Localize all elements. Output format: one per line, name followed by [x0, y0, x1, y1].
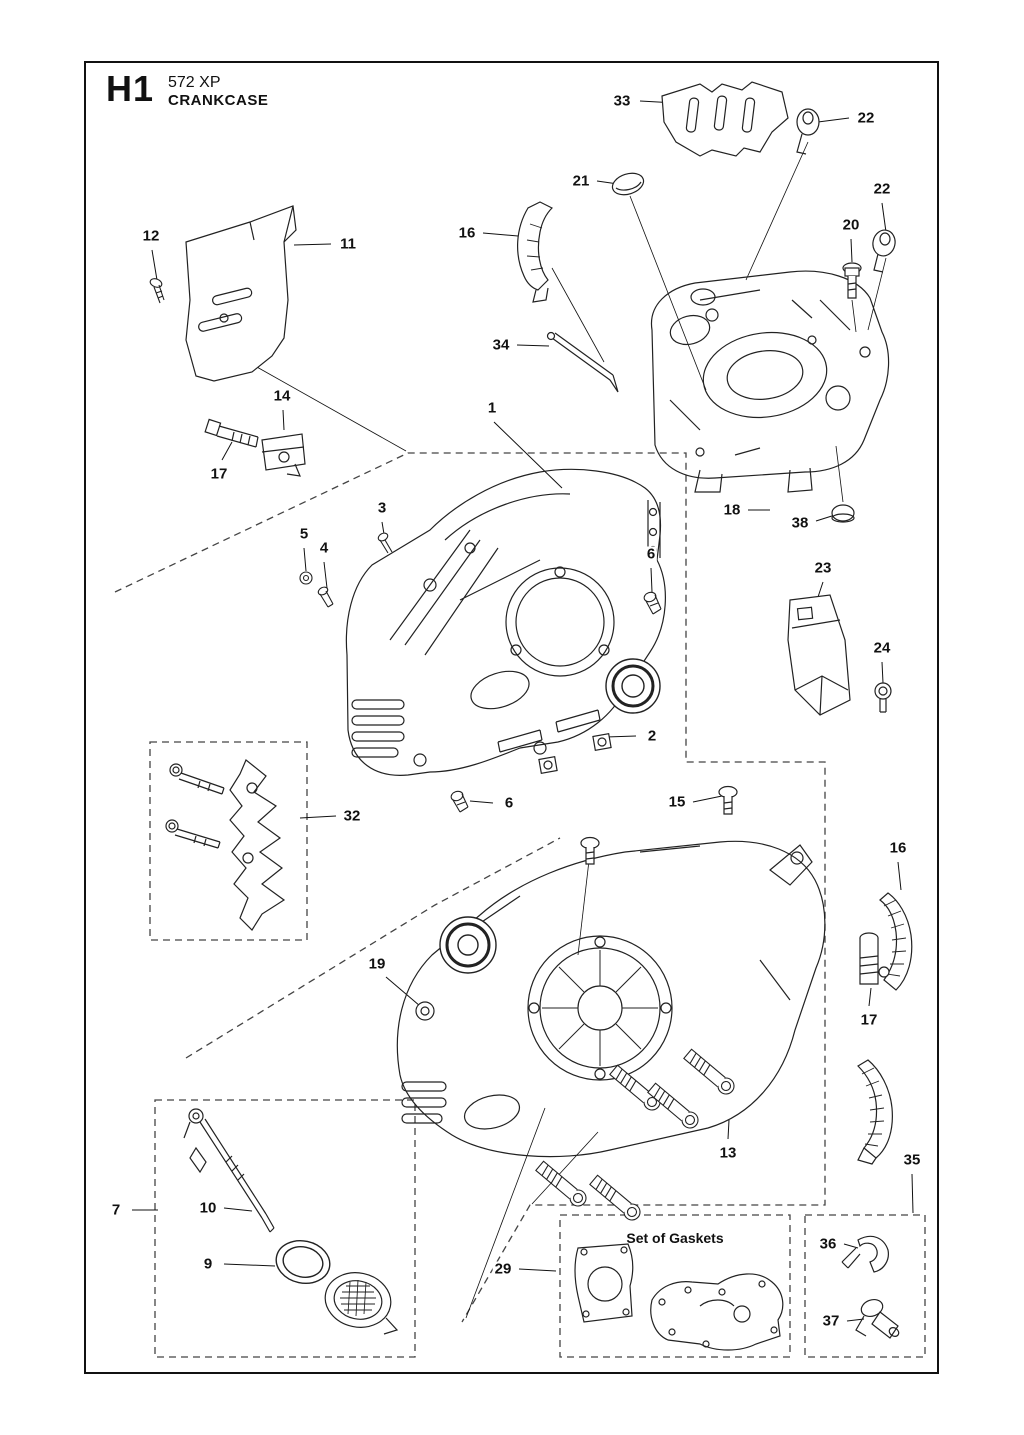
impulse-group-box: [804, 1214, 926, 1358]
part-label-21: 21: [570, 172, 592, 190]
seal-ring-9-drawing: [275, 1240, 331, 1284]
oil-cap-drawing: [324, 1272, 399, 1335]
screw-12-drawing: [149, 278, 165, 304]
part-label-6b: 6: [502, 794, 516, 812]
gasket-a-drawing: [574, 1243, 634, 1323]
bolts-13-drawing: [534, 1047, 738, 1224]
part-label-4: 4: [317, 539, 331, 557]
part-label-15: 15: [666, 793, 688, 811]
valve-37-drawing: [855, 1298, 900, 1339]
clamp-22b-drawing: [872, 229, 896, 273]
part-label-34: 34: [490, 336, 512, 354]
part-label-22b: 22: [871, 180, 893, 198]
clip-14-drawing: [261, 433, 306, 477]
page-title: CRANKCASE: [168, 92, 269, 109]
bolt-17a-drawing: [204, 418, 259, 448]
part-label-12: 12: [140, 227, 162, 245]
part-label-10: 10: [197, 1199, 219, 1217]
oil-pickup-7-drawing: [183, 1108, 275, 1233]
model-number: 572 XP: [168, 74, 221, 91]
part-label-17a: 17: [208, 465, 230, 483]
part-label-9: 9: [201, 1255, 215, 1273]
part-label-35: 35: [901, 1151, 923, 1169]
clip-36-drawing: [841, 1235, 889, 1273]
oil-tool-group-box: [154, 1099, 416, 1358]
part-label-11: 11: [338, 235, 358, 253]
felling-dog-group-box: [149, 741, 308, 941]
tank-module-drawing: [650, 270, 890, 523]
part-label-1: 1: [485, 399, 499, 417]
bolt-17b-drawing: [859, 932, 890, 985]
part-label-33: 33: [611, 92, 633, 110]
part-label-17b: 17: [858, 1011, 880, 1029]
dashed-group-outlines: [114, 452, 926, 1358]
part-label-36: 36: [817, 1235, 839, 1253]
screw-24-drawing: [874, 682, 892, 713]
crankcase-half-1-drawing: [345, 468, 666, 776]
part-label-14: 14: [271, 387, 293, 405]
part-label-24: 24: [871, 639, 893, 657]
plug-6a-drawing: [643, 591, 662, 615]
clamp-22a-drawing: [796, 108, 820, 155]
part-label-5: 5: [297, 525, 311, 543]
part-label-16a: 16: [456, 224, 478, 242]
part-label-20: 20: [840, 216, 862, 234]
stud-4-drawing: [317, 586, 334, 608]
studs-2-drawing: [497, 709, 612, 774]
part-label-37: 37: [820, 1312, 842, 1330]
clamp-strip-16b-drawing: [879, 892, 913, 991]
cover-23-drawing: [787, 594, 851, 716]
bearing-lower-drawing: [439, 916, 497, 974]
cover-21-drawing: [611, 172, 645, 196]
part-label-18: 18: [721, 501, 743, 519]
washer-19-drawing: [415, 1001, 435, 1021]
dog-bolt-a-drawing: [169, 763, 225, 795]
part-label-38: 38: [789, 514, 811, 532]
part-label-19: 19: [366, 955, 388, 973]
clamp-strip-16a-drawing: [517, 201, 554, 303]
part-label-7: 7: [109, 1201, 123, 1219]
dog-bolt-b-drawing: [165, 819, 221, 849]
part-label-13: 13: [717, 1144, 739, 1162]
screw-3-drawing: [377, 532, 393, 554]
part-label-16b: 16: [887, 839, 909, 857]
gasket-b-drawing: [650, 1273, 784, 1351]
guide-plate-11-drawing: [185, 205, 297, 382]
small-fasteners-drawing: [299, 532, 662, 813]
sheet-code: H1: [106, 68, 155, 109]
rod-34-drawing: [546, 331, 619, 393]
part-label-2: 2: [645, 727, 659, 745]
gasket-set-box: [559, 1214, 791, 1358]
felling-dog-32-drawing: [165, 759, 286, 931]
part-label-32: 32: [341, 807, 363, 825]
screw-15b-drawing: [580, 836, 600, 865]
bearing-2-drawing: [605, 658, 661, 714]
gasket-set-caption: Set of Gaskets: [626, 1230, 724, 1246]
washer-5-drawing: [299, 571, 313, 585]
screw-20-drawing: [842, 262, 862, 299]
plug-6b-drawing: [450, 790, 469, 813]
part-label-6a: 6: [644, 545, 658, 563]
part-label-3: 3: [375, 499, 389, 517]
page-border: [84, 61, 939, 1374]
part-label-23: 23: [812, 559, 834, 577]
plug-38-drawing: [831, 504, 855, 523]
crankcase-half-flywheel-drawing: [396, 840, 826, 1158]
clamp-strip-16c-drawing: [857, 1059, 893, 1165]
top-bracket-33-drawing: [661, 81, 789, 157]
screw-15-drawing: [718, 785, 738, 815]
leader-lines: [132, 100, 914, 1322]
part-label-29: 29: [492, 1260, 514, 1278]
part-label-22a: 22: [855, 109, 877, 127]
